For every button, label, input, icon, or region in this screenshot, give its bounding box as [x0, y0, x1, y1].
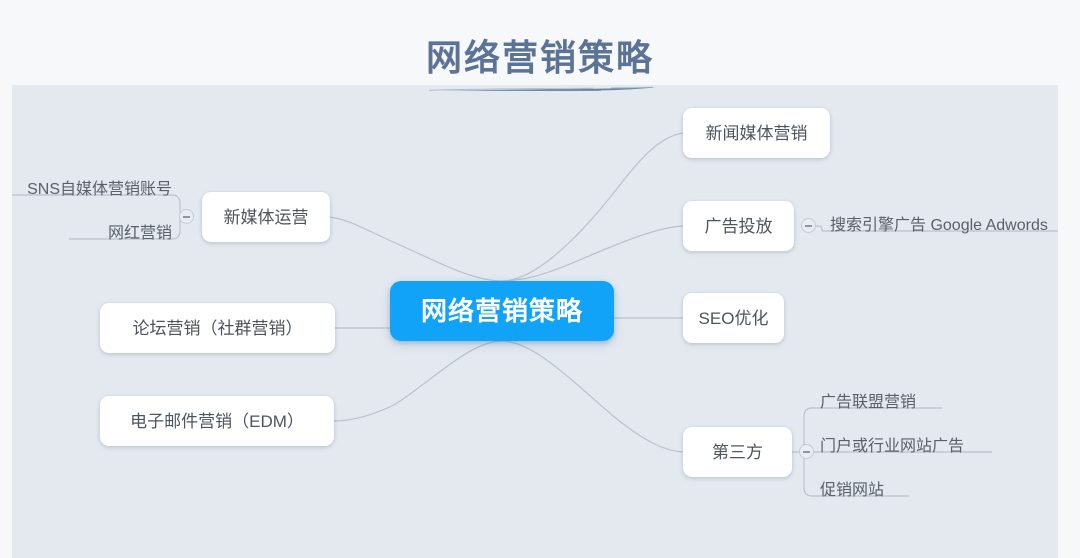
branch-node-label: 电子邮件营销（EDM）	[130, 411, 304, 431]
collapse-toggle-new-media-operations[interactable]	[179, 209, 194, 224]
collapse-toggle-advertising[interactable]	[801, 218, 816, 233]
branch-node-label: 第三方	[712, 442, 763, 462]
branch-node-third-party[interactable]: 第三方	[683, 427, 792, 477]
title-underline-decoration	[425, 82, 657, 91]
leaf-item-search-engine-ads[interactable]: 搜索引擎广告 Google Adwords	[830, 217, 1048, 234]
root-node-label: 网络营销策略	[420, 296, 583, 326]
branch-node-advertising[interactable]: 广告投放	[683, 201, 794, 251]
leaf-item-promotion-website[interactable]: 促销网站	[820, 482, 885, 499]
leaf-item-portal-industry-site-ads[interactable]: 门户或行业网站广告	[820, 438, 965, 455]
mindmap-canvas[interactable]: 网络营销策略 新闻媒体营销 广告投放 搜索引擎广告 Google Adwords…	[12, 85, 1058, 558]
leaf-item-ad-alliance-marketing[interactable]: 广告联盟营销	[820, 394, 917, 411]
root-node[interactable]: 网络营销策略	[390, 281, 614, 341]
leaf-item-sns-self-media-account[interactable]: SNS自媒体营销账号	[27, 181, 172, 198]
branch-node-label: 新媒体运营	[223, 207, 309, 227]
branch-node-news-media-marketing[interactable]: 新闻媒体营销	[683, 108, 830, 158]
page-title: 网络营销策略	[425, 37, 654, 78]
branch-node-label: 论坛营销（社群营销）	[132, 318, 303, 338]
branch-node-label: 广告投放	[704, 216, 773, 236]
branch-node-email-marketing[interactable]: 电子邮件营销（EDM）	[100, 396, 334, 446]
branch-node-forum-marketing[interactable]: 论坛营销（社群营销）	[100, 303, 335, 353]
title-bar: 网络营销策略	[0, 0, 1080, 91]
leaf-item-influencer-marketing[interactable]: 网红营销	[107, 225, 172, 242]
branch-node-label: SEO优化	[698, 308, 769, 328]
collapse-toggle-third-party[interactable]	[799, 444, 814, 459]
branch-node-seo[interactable]: SEO优化	[683, 293, 784, 343]
branch-node-new-media-operations[interactable]: 新媒体运营	[202, 192, 330, 242]
branch-node-label: 新闻媒体营销	[705, 123, 808, 143]
